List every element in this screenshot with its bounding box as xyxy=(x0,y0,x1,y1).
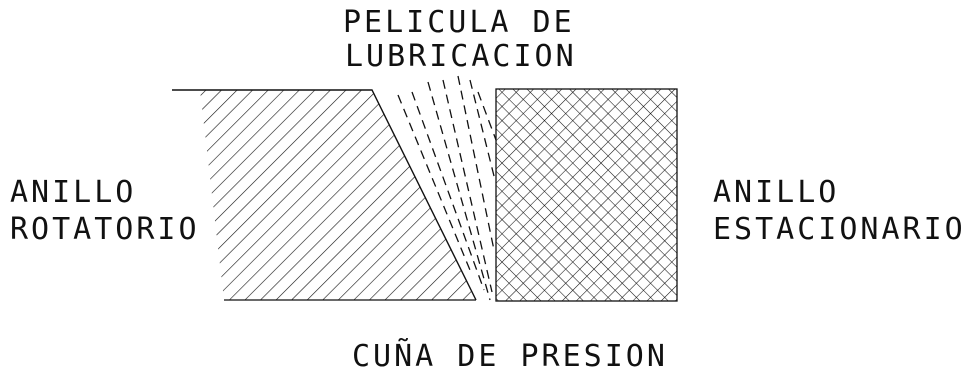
lubrication-film xyxy=(397,75,497,301)
rotating-ring xyxy=(172,89,477,301)
lubrication-film-label-line1: PELICULA DE xyxy=(343,5,575,40)
stationary-ring-label-line1: ANILLO xyxy=(713,175,840,210)
lubrication-film-label-line2: LUBRICACION xyxy=(345,39,577,74)
stationary-ring-label-line2: ESTACIONARIO xyxy=(713,212,962,247)
stationary-ring xyxy=(495,88,678,302)
rotating-ring-label-line2: ROTATORIO xyxy=(10,212,200,247)
pressure-wedge-label: CUÑA DE PRESION xyxy=(352,339,668,374)
rotating-ring-label-line1: ANILLO xyxy=(10,175,137,210)
